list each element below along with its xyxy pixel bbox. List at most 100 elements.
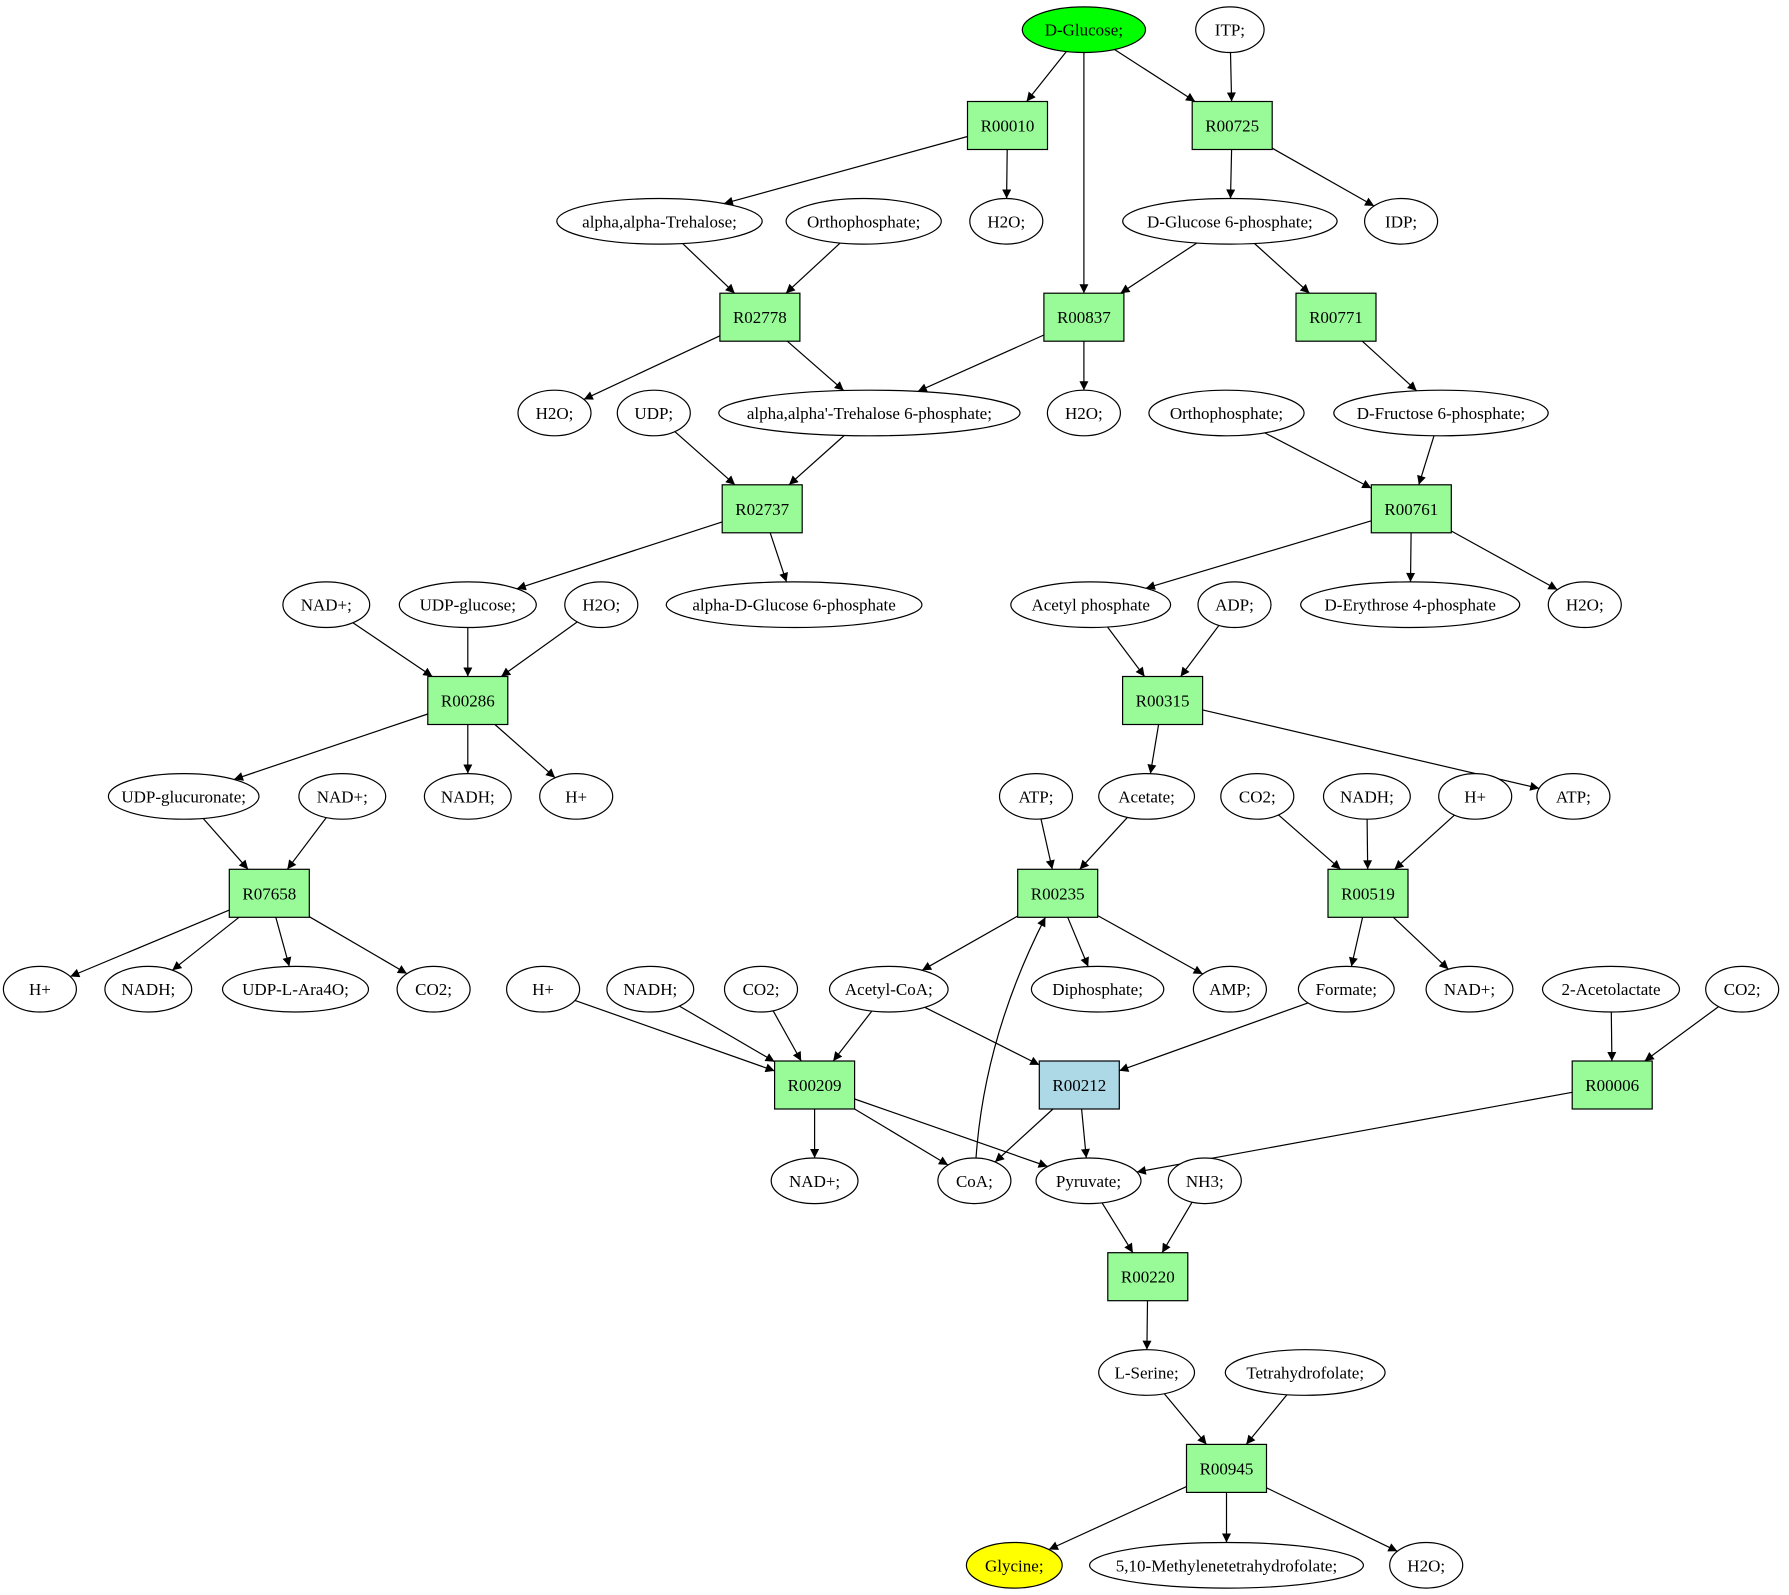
compound-node-dfructose6p: D-Fructose 6-phosphate; [1333,389,1549,437]
compound-ellipse-amp [1192,965,1268,1013]
node-label-r00315: R00315 [1136,692,1190,711]
node-label-adp: ADP; [1215,596,1254,615]
reaction-box-r00235 [1017,868,1099,918]
compound-node-trehalose: alpha,alpha-Trehalose; [556,197,763,245]
node-label-hplus3: H+ [29,980,51,999]
reaction-box-r00519 [1327,868,1409,918]
edge-layer [70,48,1719,1552]
compound-ellipse-hplus3 [2,965,78,1013]
compound-ellipse-hplus1 [539,773,614,820]
compound-node-nadh2: NADH; [1322,773,1411,820]
node-label-h2o4: H2O; [582,596,620,615]
node-label-nadh1: NADH; [441,787,495,806]
reaction-node-r00209: R00209 [773,1060,856,1110]
reaction-node-r00212: R00212 [1038,1060,1120,1110]
reaction-box-r00837 [1043,292,1125,342]
edge-r00945-to-h2o6 [1266,1487,1398,1552]
compound-ellipse-nadh2 [1322,773,1411,820]
compound-node-co2d: CO2; [1705,965,1780,1013]
reaction-box-r00220 [1107,1252,1189,1302]
node-label-h2o1: H2O; [987,212,1025,231]
compound-ellipse-idp [1363,197,1439,245]
edge-r07658-to-udplara4o [275,917,292,967]
compound-node-h2o6: H2O; [1389,1541,1464,1589]
compound-ellipse-orthophosphate1 [785,197,942,245]
edge-co2c-to-r00209 [772,1010,802,1062]
compound-ellipse-udpglucose [398,581,537,629]
edge-nadp1-to-r00286 [352,622,433,677]
compound-ellipse-nadh1 [423,773,512,820]
reaction-box-r07658 [228,868,310,918]
edge-r00519-to-formate [1349,917,1364,967]
compound-ellipse-coa [937,1157,1012,1205]
edge-trehalose-to-r02778 [682,243,736,294]
node-label-r07658: R07658 [242,884,296,903]
reaction-box-r02737 [721,484,803,534]
node-label-nadh2: NADH; [1340,787,1394,806]
compound-ellipse-nadp4 [770,1157,859,1205]
edge-formate-to-r00212 [1119,1002,1309,1072]
compound-node-nh3: NH3; [1167,1157,1242,1205]
reaction-node-r00837: R00837 [1043,292,1125,342]
compound-node-nadh4: NADH; [606,965,695,1013]
edge-r00519-to-nadp3 [1392,916,1449,970]
reaction-node-r00286: R00286 [427,675,509,726]
compound-node-udpglucuronate: UDP-glucuronate; [107,773,260,820]
compound-ellipse-adp [1197,581,1272,629]
edge-r00761-to-acetylphosphate [1145,520,1372,590]
compound-ellipse-thf [1224,1349,1386,1396]
compound-ellipse-atp1 [998,773,1074,820]
compound-node-nadp4: NAD+; [770,1157,859,1205]
node-label-co2c: CO2; [743,980,780,999]
compound-ellipse-h2o2 [517,389,592,437]
node-label-udpglucose: UDP-glucose; [420,596,516,615]
compound-node-pyruvate: Pyruvate; [1035,1157,1142,1205]
edge-r00010-to-h2o1 [1002,149,1012,199]
edge-r00212-to-coa [994,1108,1054,1163]
reaction-node-r00519: R00519 [1327,868,1409,918]
node-label-hplus1: H+ [565,787,587,806]
node-label-nadp2: NAD+; [317,787,368,806]
node-label-dfructose6p: D-Fructose 6-phosphate; [1357,404,1526,423]
compound-ellipse-co2c [723,965,799,1013]
reaction-node-r00725: R00725 [1191,100,1273,151]
node-label-dglucose: D-Glucose; [1045,21,1123,40]
node-label-r00212: R00212 [1052,1076,1106,1095]
edge-nadh2-to-r00519 [1363,819,1373,870]
node-label-amp: AMP; [1209,980,1251,999]
compound-node-nadp1: NAD+; [282,581,371,629]
node-label-nadp3: NAD+; [1444,980,1495,999]
node-label-atp2: ATP; [1556,787,1591,806]
reaction-box-r00725 [1191,100,1273,151]
node-label-r00761: R00761 [1384,500,1438,519]
reaction-node-r00761: R00761 [1370,484,1452,534]
node-label-udpglucuronate: UDP-glucuronate; [121,787,246,806]
compound-ellipse-udpglucuronate [107,773,260,820]
edge-udp-to-r02737 [674,431,736,486]
compound-node-trehalose6p: alpha,alpha'-Trehalose 6-phosphate; [718,389,1021,437]
compound-node-h2o1: H2O; [969,197,1044,245]
compound-ellipse-trehalose [556,197,763,245]
node-label-r00519: R00519 [1341,884,1395,903]
node-label-nadp4: NAD+; [789,1172,840,1191]
compound-ellipse-acetylphosphate [1010,581,1172,629]
node-label-r00220: R00220 [1121,1268,1175,1287]
node-label-udp: UDP; [634,404,673,423]
compound-node-nadh3: NADH; [104,965,193,1013]
node-label-idp: IDP; [1385,212,1417,231]
compound-ellipse-hplus4 [505,965,581,1013]
edge-acetolactate-to-r00006 [1607,1011,1617,1062]
compound-node-nadp2: NAD+; [298,773,387,820]
compound-node-udpglucose: UDP-glucose; [398,581,537,629]
compound-ellipse-nadp3 [1425,965,1514,1013]
node-label-h2o6: H2O; [1407,1556,1445,1575]
edge-r00725-to-dglucose6p [1226,149,1236,199]
edge-r00010-to-trehalose [723,135,968,206]
edge-r00771-to-dfructose6p [1361,340,1418,392]
compound-node-h2o5: H2O; [1547,581,1622,629]
reaction-node-r00945: R00945 [1185,1443,1268,1494]
compound-node-methylenethf: 5,10-Methylenetetrahydrofolate; [1088,1541,1364,1589]
edge-hplus2-to-r00519 [1394,814,1455,870]
edge-r00212-to-pyruvate [1080,1108,1090,1159]
node-label-thf: Tetrahydrofolate; [1246,1364,1364,1383]
